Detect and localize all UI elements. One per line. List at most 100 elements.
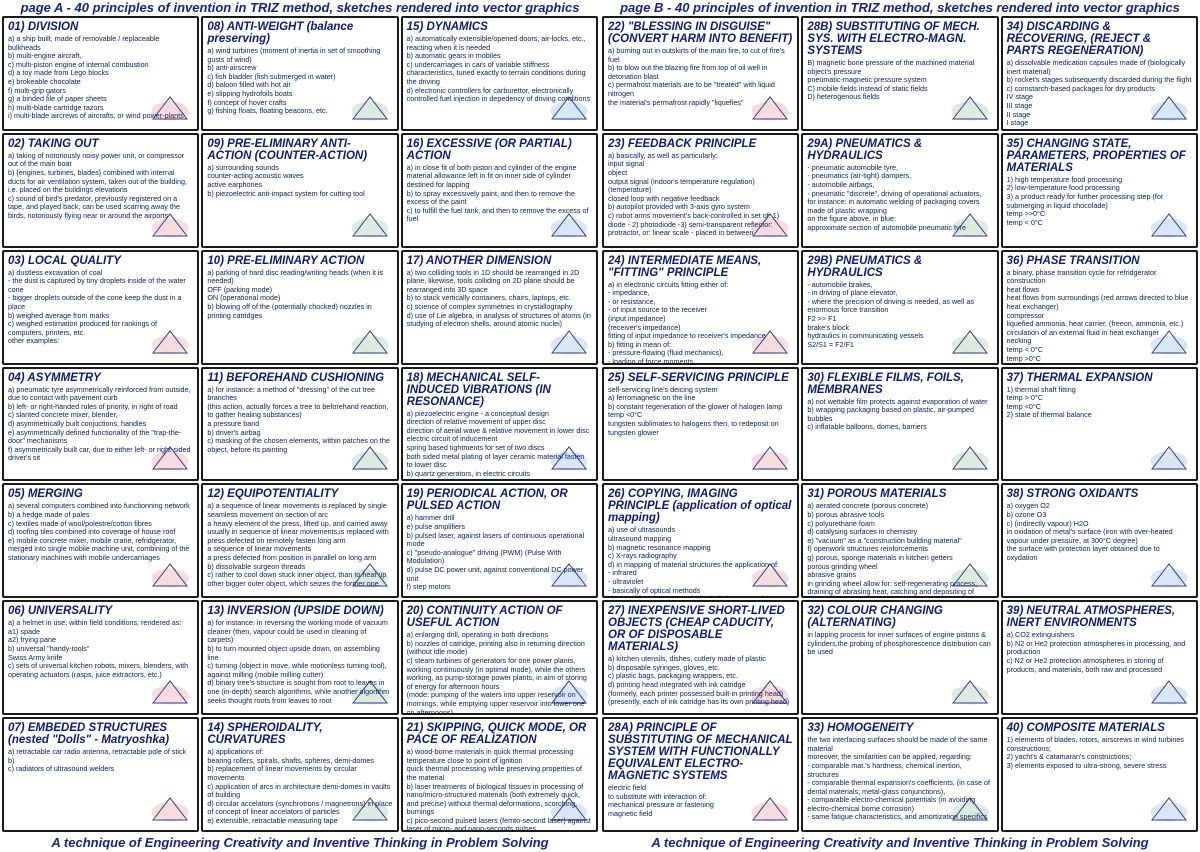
principle-line: c) inflatable balloons, domes, barriers <box>807 422 927 432</box>
principle-line: a) for instance: in reversing the workin… <box>207 618 388 645</box>
principle-body: a) a sequence of linear movements is rep… <box>207 502 392 588</box>
principle-body: a) dissolvable medication capsules made … <box>1007 58 1192 128</box>
principle-line: a) CO2 extinguishers <box>1006 630 1075 640</box>
principle-line: b) nozzles of catridge, printing also in… <box>406 638 585 657</box>
principle-line: (input impedance) <box>608 314 666 324</box>
principle-title: 34) DISCARDING & RECOVERING, (REJECT & P… <box>1006 21 1152 57</box>
principle-line: c) to fulfill the fuel tank, and then to… <box>406 205 589 224</box>
principle-line: temp < 0°C <box>1006 217 1043 227</box>
principle-line: d) circular accelators (synchrotrons / m… <box>207 798 393 817</box>
principle-line: temperature close to point of ignition <box>406 755 523 765</box>
principle-line: a) a helmet in use, within field conditi… <box>8 618 182 628</box>
sketch-icon <box>550 797 588 822</box>
principle-line: d) binary tree's structure is sought fro… <box>207 678 390 705</box>
principle-cell: 32) COLOUR CHANGING (ALTERNATING)in lapp… <box>801 600 999 716</box>
principle-line: a) oxygen O2 <box>1006 501 1050 511</box>
principle-line: g) a binded file of paper sheets <box>8 94 107 104</box>
principle-line: a) enlarging drill, operating in both di… <box>406 630 549 640</box>
principle-body: in lapping process for inner surfaces of… <box>807 631 992 657</box>
principle-title: 39) NEUTRAL ATMOSPHERES, INERT ENVIRONME… <box>1006 605 1176 630</box>
principle-line: tungsten sublimates to halogens then, to… <box>608 418 779 437</box>
principle-line: b) laser treatments of biological tissue… <box>406 781 584 817</box>
principle-line: a) not wettable film protects against ev… <box>807 396 988 406</box>
principle-line: e) asymmetrically defined functionality … <box>8 427 182 446</box>
principle-line: temp <0°C <box>1006 401 1041 411</box>
principle-line: i) multi-blade aircrews of aircrafts, or… <box>8 111 184 121</box>
principle-line: b) piezoelectric anti-impact system for … <box>207 188 365 198</box>
principle-line: in lapping process for inner surfaces of… <box>807 630 991 657</box>
principle-line: b) left- or right-handed rules of priori… <box>8 401 178 411</box>
principle-line: e) pulse amplifiers <box>406 522 465 532</box>
principle-line: C) mobile fields instead of static field… <box>807 83 928 93</box>
principle-cell: 35) CHANGING STATE, PARAMETERS, PROPERTI… <box>1000 132 1198 248</box>
principle-body: - automobile brakes,- in driving of plan… <box>807 280 992 350</box>
principle-line: - pressure-flowing (fluid mechanics), <box>608 348 724 358</box>
principle-line: object's pressure <box>807 66 862 76</box>
principle-line: (presently, each of ink catridge has its… <box>608 697 790 707</box>
principle-line: electric circuit of inducement <box>406 434 498 444</box>
principle-line: b) universal "handy-tools" <box>8 644 90 654</box>
principle-line: self-servicing line's deicing system <box>608 384 718 394</box>
principle-cell: 09) PRE-ELIMINARY ANTI-ACTION (COUNTER-A… <box>201 132 399 248</box>
principle-line: g) fishing floats, floating beacons, etc… <box>207 106 328 116</box>
principle-line: (mode: pumping of the waters into upper … <box>406 690 585 716</box>
principle-title: 36) PHASE TRANSITION <box>1006 254 1140 267</box>
principle-line: quick thermal processing while preservin… <box>406 764 583 782</box>
principle-line: b) wrapping packaging based on plastic, … <box>807 405 974 423</box>
principle-line: a) dustless excavation of coal <box>8 267 103 277</box>
sketch-icon <box>351 563 389 588</box>
principle-cell: 28B) SUBSTITUTING OF MECH. SYS. WITH ELE… <box>801 16 999 131</box>
principle-line: b) anti-airscrew <box>207 63 257 73</box>
principle-line: c) textiles made of wool/polestre/cotton… <box>8 518 152 528</box>
principle-body: a) wind turbines (moment of inertia in s… <box>207 46 392 116</box>
principle-line: a sequence of linear movements <box>207 544 312 554</box>
principle-line: - loading of force moments, <box>608 357 696 365</box>
principle-line: - bigger droplets outside of the cone ke… <box>8 293 182 312</box>
principle-line: b) {engines, turbines, blades} combined … <box>8 168 187 195</box>
principle-title: 38) STRONG OXIDANTS <box>1006 488 1139 501</box>
principle-line: bearing rollers, spirals, shafts, sphere… <box>207 755 374 765</box>
principle-line: d) pulse DC power unit, against conventi… <box>406 564 584 583</box>
sketch-icon <box>1150 797 1188 822</box>
principle-body: a) several computers combined into funct… <box>8 502 193 562</box>
principle-line: a1) spade <box>8 626 40 636</box>
principle-title: 08) ANTI-WEIGHT (balance preserving) <box>207 21 354 45</box>
principle-title: 07) EMBEDED STRUCTURES (nested "Dolls" -… <box>8 722 170 747</box>
principle-title: 06) UNIVERSALITY <box>8 605 113 618</box>
principle-body: B) magnetic bone pressure of the machine… <box>807 58 992 102</box>
sketch-icon <box>351 797 389 822</box>
principle-title: 33) HOMOGENEITY <box>807 722 914 735</box>
principle-line: liquefied ammonia, heat carrier, (freeon… <box>1006 319 1184 329</box>
principle-line: c) sets of universal kitchen robots, mix… <box>8 661 189 679</box>
principle-line: counter-acting acoustic waves <box>207 171 304 181</box>
sketch-icon <box>550 329 588 355</box>
principle-line: 1) high temperature food processing <box>1006 174 1123 184</box>
principle-line: (this action, actually forces a tree to … <box>207 401 389 420</box>
principle-line: c) fish bladder (fish submerged in water… <box>207 71 336 81</box>
principle-line: to substitute with interaction of: <box>608 791 707 801</box>
principle-line: approximate section of automobile pneuma… <box>807 223 966 232</box>
principle-line: b) to spray excessively paint, and then … <box>406 188 575 207</box>
principle-cell: 21) SKIPPING, QUICK MODE, OR PACE OF REA… <box>400 717 598 832</box>
principle-title: 21) SKIPPING, QUICK MODE, OR PACE OF REA… <box>406 722 587 747</box>
principle-body: a) wood-borne materials in quick thermal… <box>406 748 592 830</box>
principle-title: 03) LOCAL QUALITY <box>8 254 121 267</box>
principle-body: a) for instance: in reversing the workin… <box>207 619 392 705</box>
principle-title: 32) COLOUR CHANGING (ALTERNATING) <box>807 605 943 630</box>
sketch-icon <box>550 446 588 471</box>
principle-line: a) aerated concrete (porous concrete) <box>807 501 928 511</box>
principle-body: a) pneumatic tyre asymmetrically reinfor… <box>8 385 193 463</box>
principle-line: active earphones <box>207 180 263 190</box>
principle-body: a) enlarging drill, operating in both di… <box>406 630 592 716</box>
principle-line: c) polyurethane foam <box>807 518 875 528</box>
principle-body: a) automatically extensible/opened doors… <box>407 34 592 104</box>
